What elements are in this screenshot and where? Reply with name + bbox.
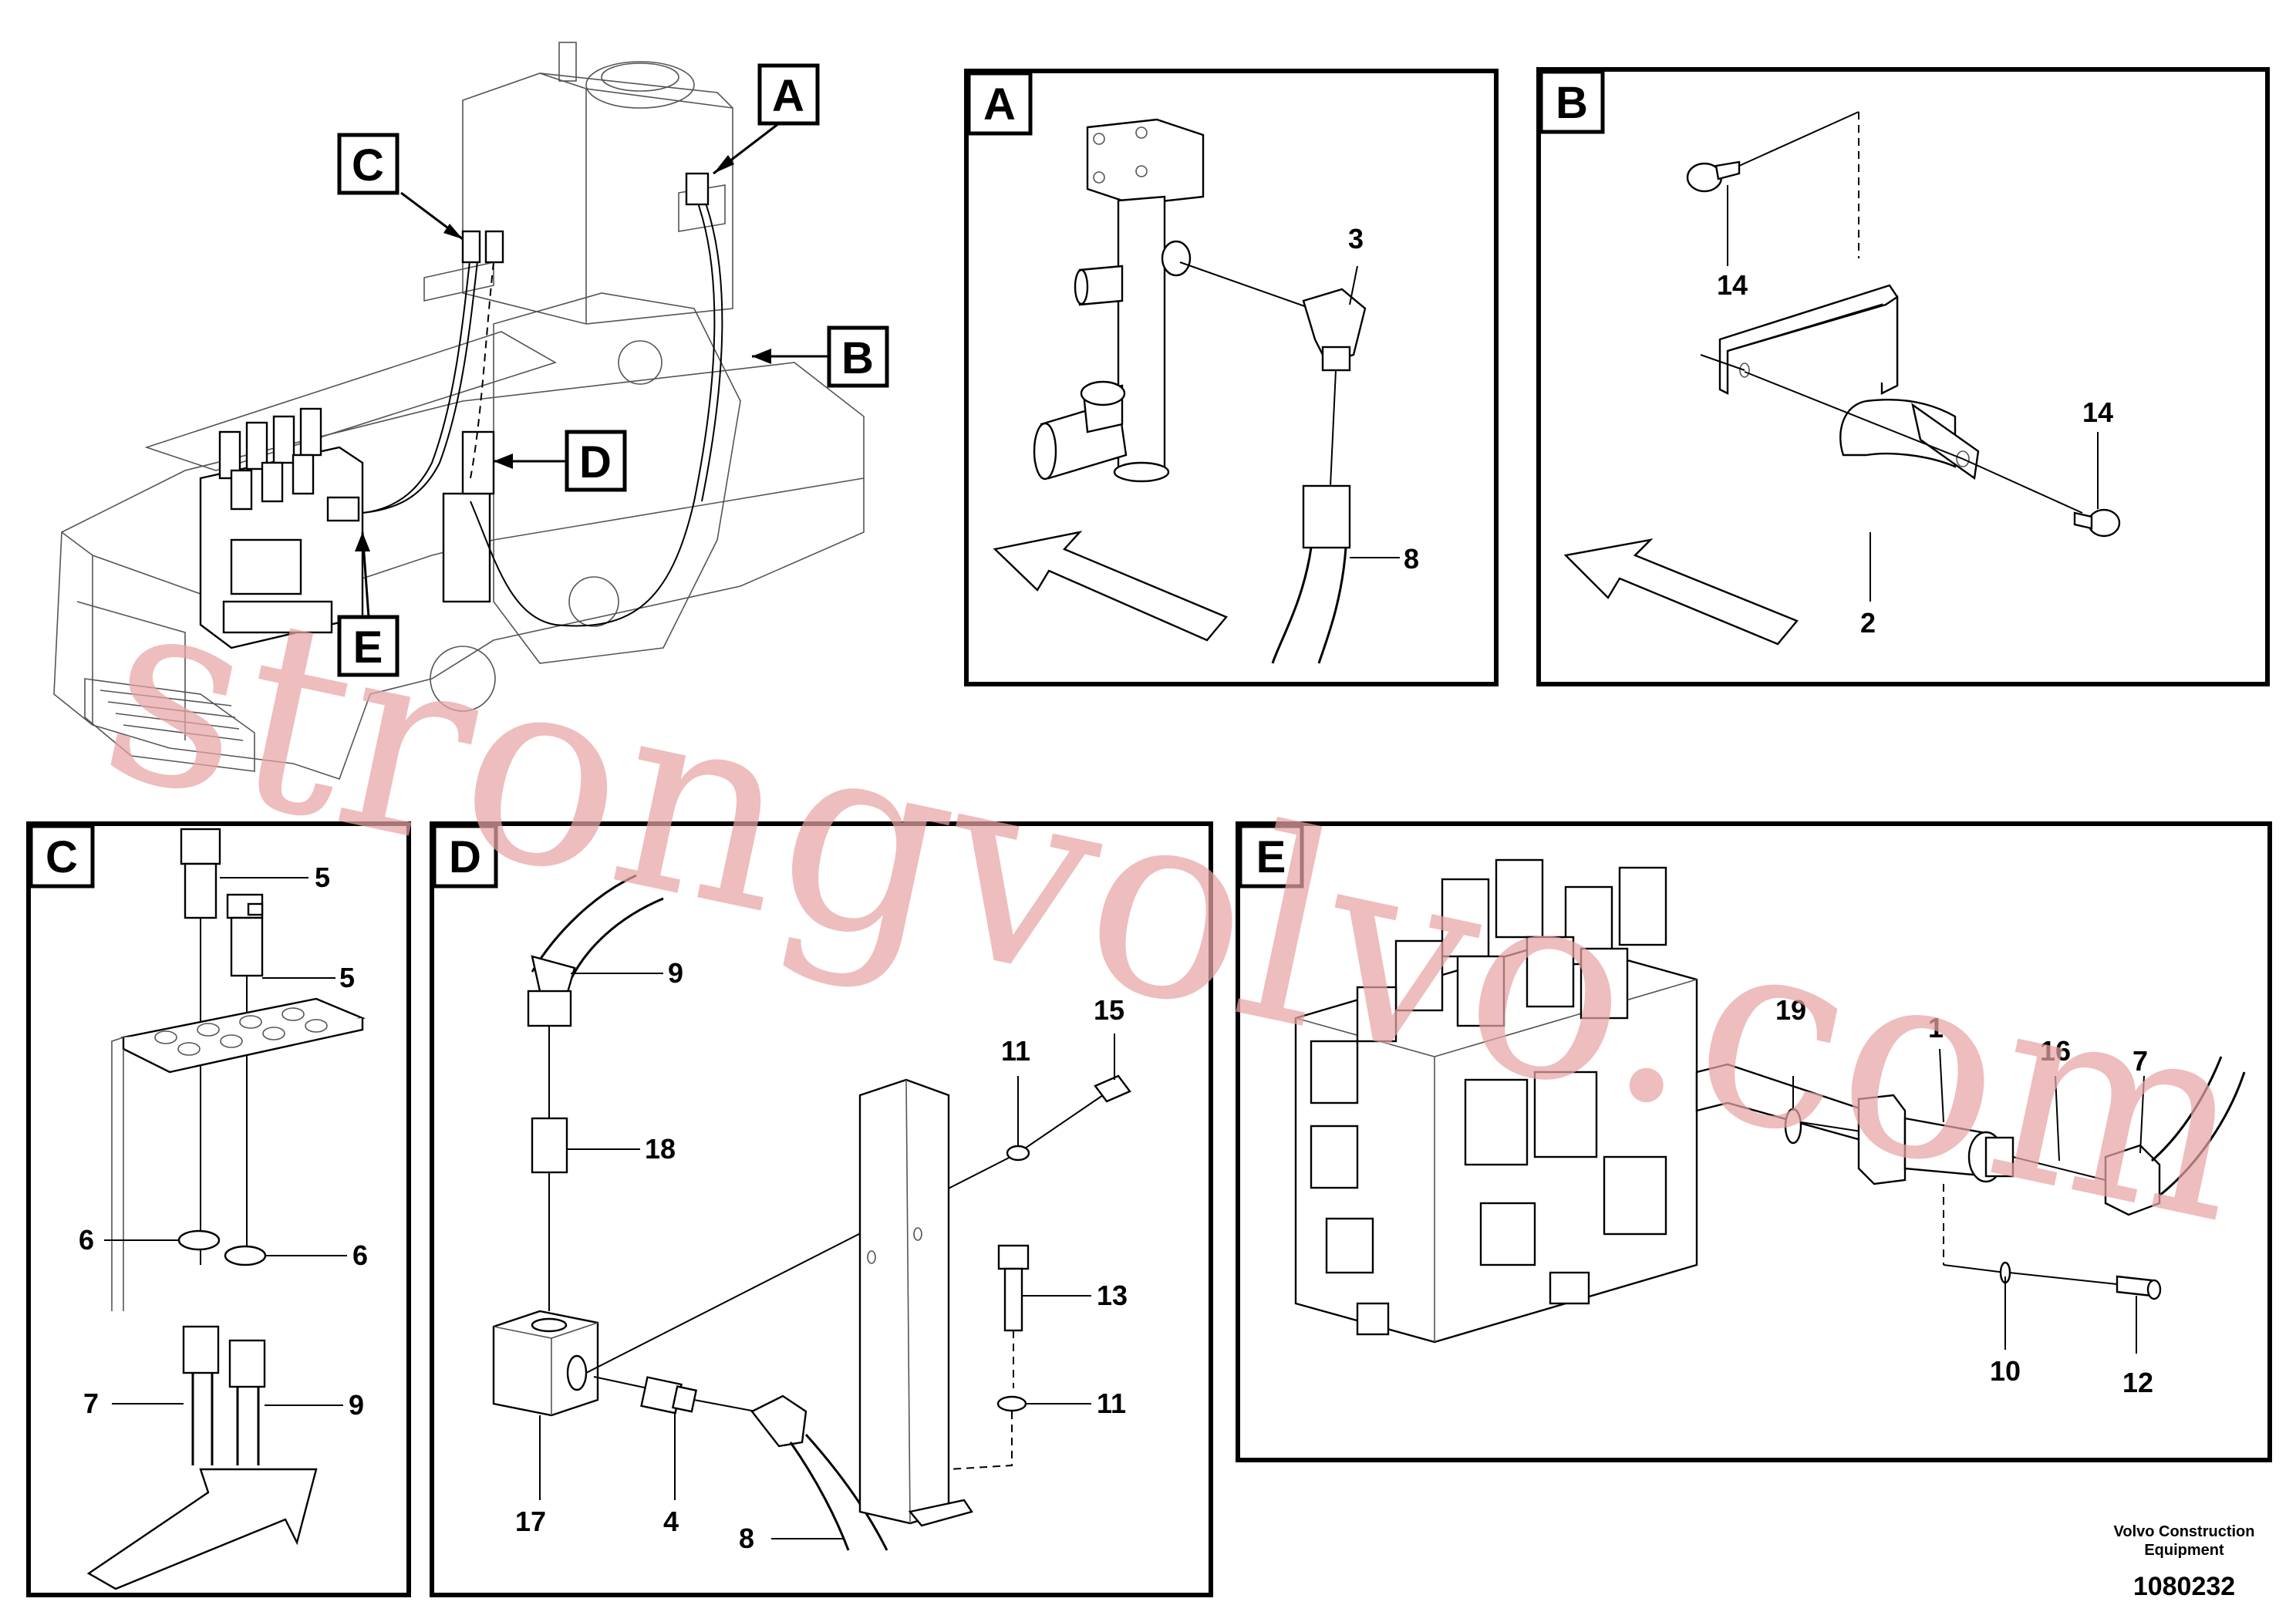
detail-d-callout-9: 9: [668, 957, 683, 989]
detail-d-callout-11-bottom: 11: [1097, 1388, 1126, 1419]
publisher-line-2: Equipment: [2144, 1542, 2224, 1559]
detail-view-c: C 5 5 6 6 7 9: [26, 821, 411, 1597]
detail-b-callout-2: 2: [1860, 607, 1876, 639]
detail-c-callout-9: 9: [349, 1389, 364, 1421]
overview-tag-a-label: A: [772, 71, 804, 121]
valve-bank: [199, 407, 364, 649]
detail-a-callout-8: 8: [1404, 543, 1419, 575]
detail-c-callout-5-top: 5: [315, 862, 330, 893]
overview-tag-b: B: [752, 325, 889, 388]
detail-d-callout-8: 8: [739, 1523, 754, 1554]
overview-tag-a: A: [713, 63, 820, 175]
detail-b-callout-14-top: 14: [1717, 269, 1748, 301]
detail-d-tag: D: [449, 832, 481, 882]
overview-tag-d-label: D: [579, 437, 612, 487]
detail-view-a: A 3 8: [964, 69, 1499, 686]
detail-c-tag: C: [46, 832, 78, 882]
detail-e-callout-1: 1: [1928, 1012, 1944, 1044]
detail-c-callout-6-right: 6: [352, 1239, 368, 1271]
machine-overview: A B C D E: [53, 42, 889, 781]
detail-d-callout-15: 15: [1094, 994, 1124, 1026]
detail-e-tag: E: [1256, 832, 1286, 882]
overview-tag-c: C: [337, 133, 464, 241]
detail-a-tag: A: [983, 79, 1016, 130]
detail-view-b: B 14 14 2: [1536, 67, 2270, 686]
overview-tag-d: D: [494, 430, 627, 492]
detail-e-callout-7: 7: [2132, 1045, 2148, 1077]
detail-e-callout-16: 16: [2040, 1035, 2071, 1067]
detail-b-tag: B: [1556, 78, 1588, 128]
detail-c-callout-5-bottom: 5: [339, 962, 355, 993]
detail-view-e: E 19 1 16: [1236, 821, 2272, 1462]
detail-d-callout-4: 4: [663, 1506, 679, 1537]
overview-tag-c-label: C: [352, 140, 384, 191]
detail-d-callout-11-top: 11: [1001, 1035, 1030, 1067]
detail-c-callout-6-left: 6: [79, 1224, 94, 1256]
detail-a-callout-3: 3: [1348, 223, 1364, 255]
detail-view-d: D 9 18 17 4 8: [430, 821, 1213, 1597]
detail-d-callout-17: 17: [515, 1506, 546, 1537]
figure-number: 1080232: [2133, 1572, 2235, 1601]
overview-tag-e-label: E: [353, 622, 383, 673]
detail-e-callout-12: 12: [2122, 1367, 2153, 1398]
overview-tag-e: E: [337, 531, 400, 677]
footer: Volvo Construction Equipment 1080232: [2114, 1523, 2255, 1601]
detail-e-callout-19: 19: [1775, 994, 1806, 1026]
publisher-line-1: Volvo Construction: [2114, 1523, 2255, 1540]
detail-b-callout-14-right: 14: [2082, 396, 2113, 428]
detail-e-callout-10: 10: [1990, 1355, 2021, 1387]
overview-tag-b-label: B: [841, 333, 874, 383]
detail-c-callout-7: 7: [83, 1388, 99, 1419]
detail-d-callout-13: 13: [1097, 1280, 1128, 1311]
detail-d-callout-18: 18: [645, 1133, 676, 1165]
